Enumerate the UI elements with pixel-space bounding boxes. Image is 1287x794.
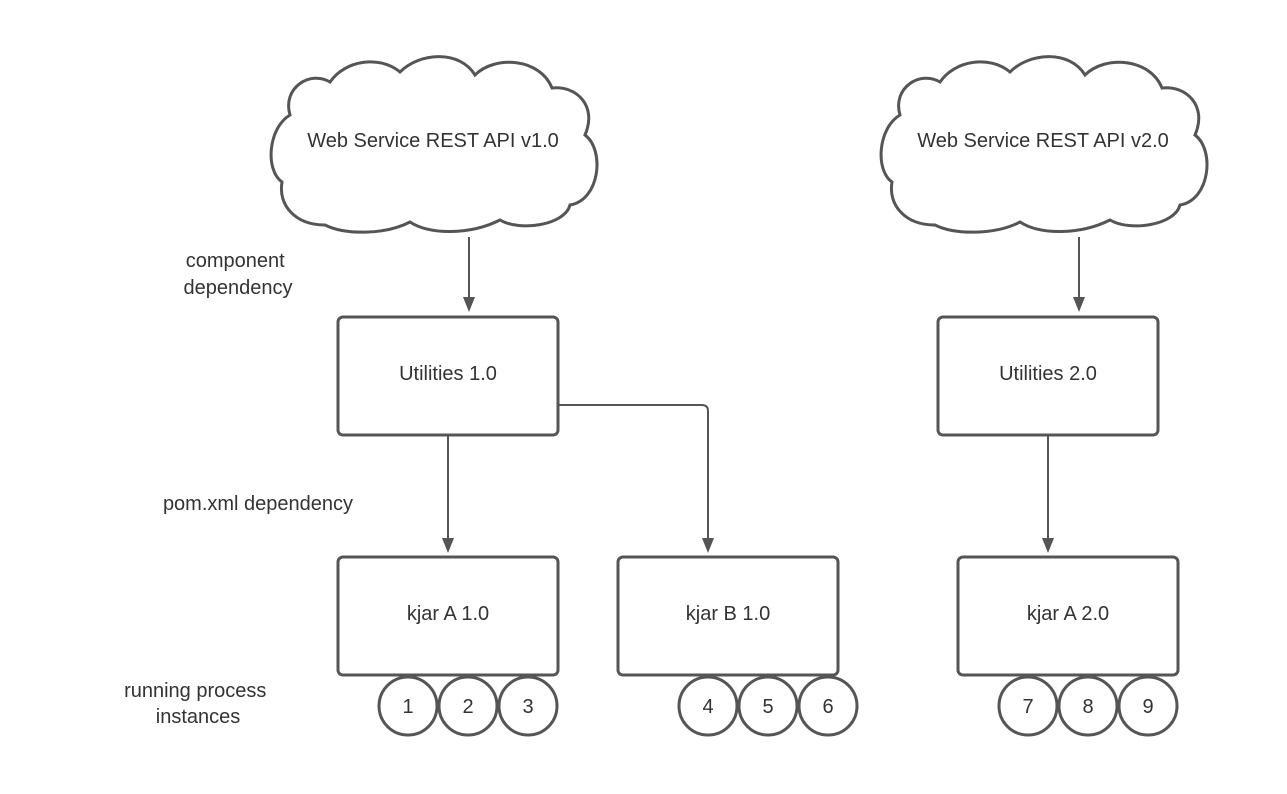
annotation-running-instances: running process instances	[124, 680, 272, 728]
box-kjar-a-2-label: kjar A 2.0	[1027, 603, 1109, 625]
arrow-utilities-2-to-kjar-a-2	[1042, 436, 1054, 553]
box-kjar-b-1: kjar B 1.0	[616, 555, 840, 677]
instance-5: 5	[737, 675, 799, 737]
instance-1: 1	[377, 675, 439, 737]
box-utilities-2-label: Utilities 2.0	[999, 363, 1097, 385]
instance-8: 8	[1057, 675, 1119, 737]
instance-2: 2	[437, 675, 499, 737]
box-utilities-1: Utilities 1.0	[336, 315, 560, 437]
cloud-api-v2-label: Web Service REST API v2.0	[917, 130, 1169, 152]
cloud-api-v1-label: Web Service REST API v1.0	[307, 130, 559, 152]
annotation-component-dependency-line-1: component	[186, 250, 285, 272]
annotation-pom-dependency: pom.xml dependency	[163, 493, 353, 515]
instances-group-kjar-a-1: 1 2 3	[377, 675, 559, 737]
instance-3: 3	[497, 675, 559, 737]
instances-group-kjar-b-1: 4 5 6	[677, 675, 859, 737]
box-utilities-2: Utilities 2.0	[936, 315, 1160, 437]
instance-4: 4	[677, 675, 739, 737]
annotation-component-dependency: component dependency	[184, 250, 293, 299]
arrow-api-v1-to-utilities-1	[463, 237, 475, 312]
box-kjar-a-1: kjar A 1.0	[336, 555, 560, 677]
instance-5-label: 5	[762, 696, 773, 718]
instance-7: 7	[997, 675, 1059, 737]
instance-6-label: 6	[822, 696, 833, 718]
instance-1-label: 1	[402, 696, 413, 718]
box-kjar-b-1-label: kjar B 1.0	[686, 603, 770, 625]
annotation-component-dependency-line-2: dependency	[184, 277, 293, 299]
instance-3-label: 3	[522, 696, 533, 718]
instance-4-label: 4	[702, 696, 713, 718]
instance-2-label: 2	[462, 696, 473, 718]
arrow-api-v2-to-utilities-2	[1073, 237, 1085, 312]
arrow-utilities-1-to-kjar-a-1	[442, 436, 454, 553]
cloud-api-v2: Web Service REST API v2.0	[879, 55, 1209, 234]
instances-group-kjar-a-2: 7 8 9	[997, 675, 1179, 737]
arrow-utilities-1-to-kjar-b-1	[559, 404, 714, 553]
instance-7-label: 7	[1022, 696, 1033, 718]
box-kjar-a-2: kjar A 2.0	[956, 555, 1180, 677]
instance-6: 6	[797, 675, 859, 737]
box-kjar-a-1-label: kjar A 1.0	[407, 603, 489, 625]
annotation-running-instances-line-1: running process	[124, 680, 266, 702]
instance-8-label: 8	[1082, 696, 1093, 718]
instance-9-label: 9	[1142, 696, 1153, 718]
annotation-running-instances-line-2: instances	[156, 706, 241, 728]
box-utilities-1-label: Utilities 1.0	[399, 363, 497, 385]
instance-9: 9	[1117, 675, 1179, 737]
cloud-api-v1: Web Service REST API v1.0	[269, 55, 599, 234]
